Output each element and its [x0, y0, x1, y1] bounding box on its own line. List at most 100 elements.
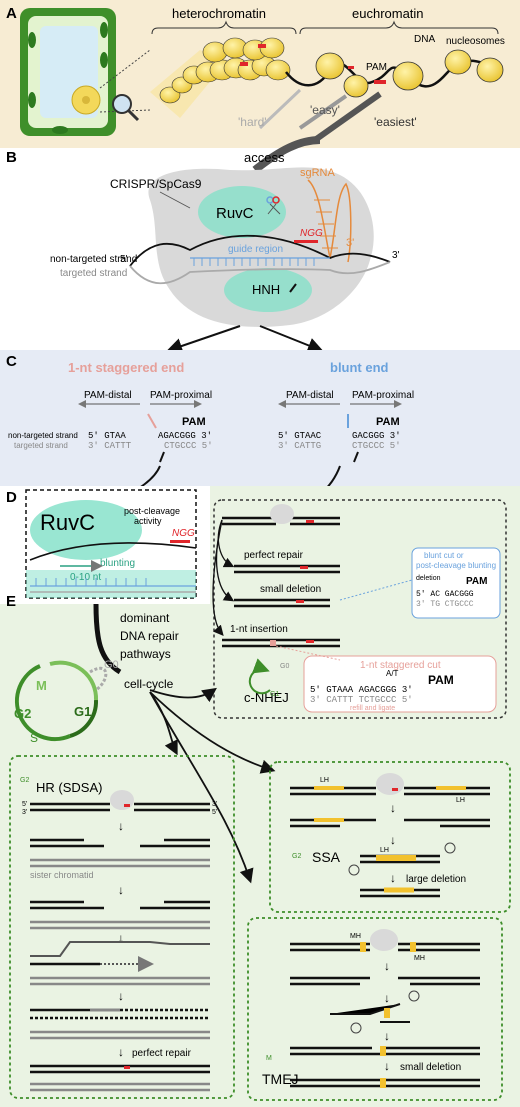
dominant-2: DNA repair — [120, 629, 179, 643]
svg-text:3': 3' — [22, 809, 27, 816]
lh-1: LH — [320, 777, 329, 784]
svg-text:5': 5' — [22, 801, 27, 808]
euchromatin-fiber — [285, 49, 504, 98]
pam-distal-left: PAM-distal — [84, 390, 132, 401]
pam-d-stag: PAM — [428, 673, 454, 687]
svg-text:↓: ↓ — [384, 1059, 390, 1073]
m-tmej: M — [266, 1055, 272, 1062]
access-arrows — [258, 88, 382, 143]
left-bot-proximal: CTGCCC 5' — [164, 441, 213, 451]
svg-text:↓: ↓ — [118, 883, 124, 897]
stag-top: 5' GTAAA AGACGGG 3' — [310, 685, 413, 695]
g2-phase: G2 — [14, 706, 31, 721]
hnh-label: HNH — [252, 282, 280, 297]
non-targeted-c: non-targeted strand — [8, 431, 78, 440]
panel-c-label: C — [6, 353, 17, 370]
ruvc-label: RuvC — [216, 205, 254, 222]
right-bot-proximal: CTGCCC 5' — [352, 441, 401, 451]
small-deletion-e: small deletion — [400, 1062, 461, 1073]
pam-distal-right: PAM-distal — [286, 390, 334, 401]
easy-label: 'easy' — [310, 103, 340, 117]
hr-label: HR (SDSA) — [36, 780, 102, 795]
tmej-box — [247, 917, 503, 1101]
ssa-label: SSA — [312, 849, 341, 865]
euchromatin-label: euchromatin — [352, 6, 424, 21]
sgrna-3-label: 3' — [346, 237, 354, 249]
panel-b: B access CRISPR/SpCas9 RuvC HNH sgRNA 3'… — [6, 136, 400, 354]
svg-text:↓: ↓ — [118, 1045, 124, 1059]
left-top-proximal: AGACGGG 3' — [158, 431, 212, 441]
crispr-label: CRISPR/SpCas9 — [110, 177, 202, 191]
sister-label: sister chromatid — [30, 870, 94, 880]
m-phase: M — [36, 678, 47, 693]
svg-text:↓: ↓ — [384, 959, 390, 973]
guide-region-label: guide region — [228, 244, 283, 255]
svg-text:↓: ↓ — [384, 991, 390, 1005]
g0-d: G0 — [280, 663, 289, 670]
g1-d: G1 — [270, 691, 279, 698]
svg-text:5' AC GACGGG: 5' AC GACGGG — [416, 590, 474, 599]
g2-ssa: G2 — [292, 853, 301, 860]
svg-text:↓: ↓ — [118, 819, 124, 833]
perfect-repair-e: perfect repair — [132, 1048, 192, 1059]
plant-cell — [20, 8, 116, 136]
ruvc-d-label: RuvC — [40, 510, 95, 535]
svg-text:↓: ↓ — [118, 931, 124, 945]
targeted-c: targeted strand — [14, 441, 68, 450]
svg-text:↓: ↓ — [390, 801, 396, 815]
magnifier-icon — [99, 49, 151, 122]
staggered-end-title: 1-nt staggered end — [68, 360, 184, 375]
tmej-label: TMEJ — [262, 1071, 299, 1087]
access-label: access — [244, 150, 285, 165]
refill-label: refill and ligate — [350, 705, 395, 712]
pam-label: PAM — [366, 62, 387, 73]
at-label: A/T — [386, 669, 399, 678]
cell-cycle-label: cell-cycle — [124, 677, 174, 691]
panel-d-label: D — [6, 489, 17, 506]
svg-text:3': 3' — [212, 801, 217, 808]
dominant-3: pathways — [120, 647, 171, 661]
blunt-end-title: blunt end — [330, 360, 389, 375]
ngg-label: NGG — [300, 228, 323, 239]
panel-b-label: B — [6, 149, 17, 166]
pam-proximal-left: PAM-proximal — [150, 390, 212, 401]
heterochromatin-label: heterochromatin — [172, 6, 266, 21]
left-bot-distal: 3' CATTT — [88, 441, 132, 451]
svg-text:↓: ↓ — [390, 833, 396, 847]
staggered-cut-label: 1-nt staggered cut — [360, 660, 441, 671]
right-bot-distal: 3' CATTG — [278, 441, 321, 451]
svg-text:↓: ↓ — [118, 989, 124, 1003]
pam-proximal-right: PAM-proximal — [352, 390, 414, 401]
sgrna-label: sgRNA — [300, 167, 336, 179]
deletion-label: deletion — [416, 575, 441, 582]
pam-d-box: PAM — [466, 576, 487, 587]
svg-text:3' TG CTGCCC: 3' TG CTGCCC — [416, 600, 474, 609]
g0-phase: G0 — [104, 659, 119, 671]
blunt-cut-2: post-cleavage blunting — [416, 561, 496, 570]
stag-bot: 3' CATTT TCTGCCC 5' — [310, 695, 413, 705]
s-phase: S — [30, 731, 38, 745]
non-targeted-strand-label: non-targeted strand — [50, 254, 137, 265]
ssa-box — [269, 761, 511, 913]
activity-label: activity — [134, 516, 162, 526]
g1-phase: G1 — [74, 704, 91, 719]
panel-e-label: E — [6, 593, 16, 610]
pam-left: PAM — [182, 416, 206, 428]
nucleosomes-label: nucleosomes — [446, 36, 505, 47]
panel-d: D RuvC post-cleavage activity blunting 0… — [6, 489, 507, 719]
svg-text:5': 5' — [212, 809, 217, 816]
panel-e: E dominant DNA repair pathways cell-cycl… — [6, 593, 511, 1101]
large-deletion: large deletion — [406, 874, 466, 885]
small-deletion-d: small deletion — [260, 584, 321, 595]
hr-box — [9, 755, 235, 1099]
dna-label: DNA — [414, 34, 435, 45]
perfect-repair-d: perfect repair — [244, 550, 304, 561]
mh-1: MH — [350, 933, 361, 940]
panel-a-label: A — [6, 5, 17, 22]
dominant-1: dominant — [120, 611, 170, 625]
ngg-d-label: NGG — [172, 528, 195, 539]
scissors-icon — [266, 196, 281, 215]
svg-text:↓: ↓ — [390, 871, 396, 885]
pam-right: PAM — [376, 416, 400, 428]
five-prime-b: 5' — [120, 254, 128, 265]
